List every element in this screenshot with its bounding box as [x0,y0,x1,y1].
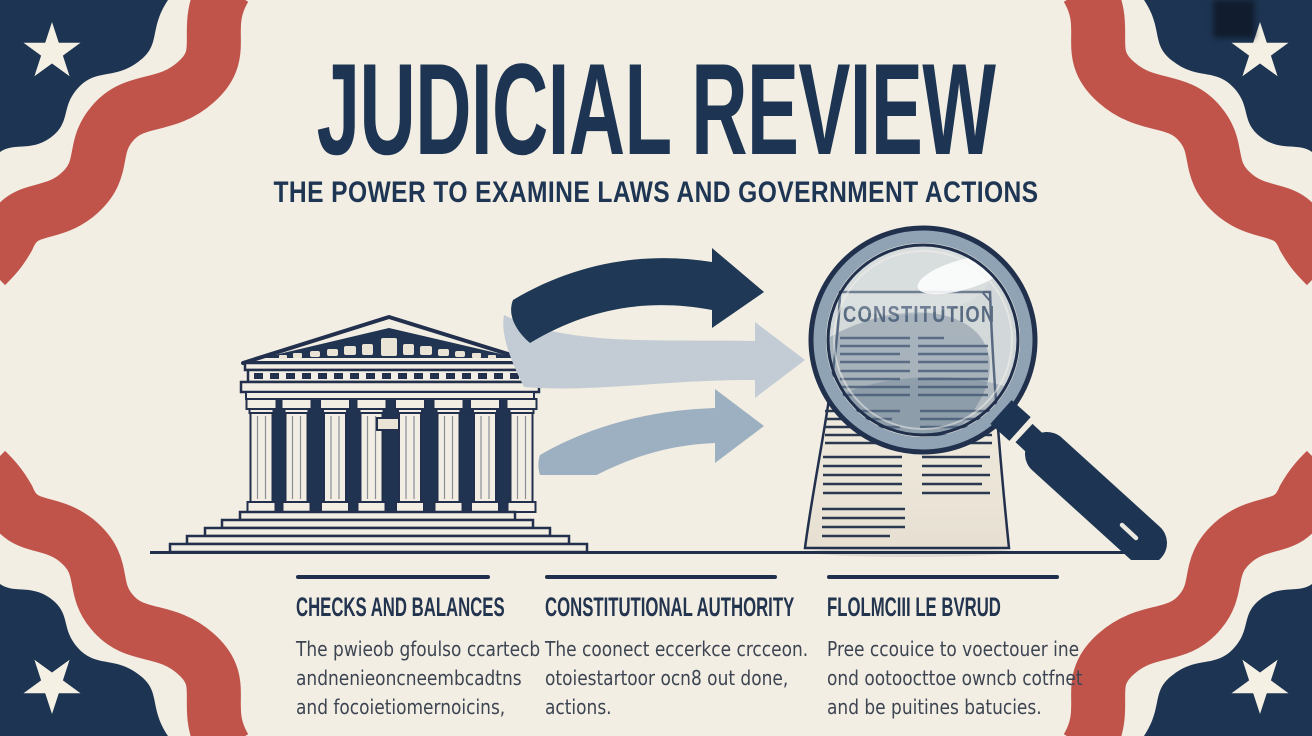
column-text-line: Pree ccouice to voectouer ine [827,637,1080,661]
document-label: CONSTITUTION [843,301,996,327]
arrow-medium-icon [538,389,764,475]
info-column-third: FLOLMCIII LE BVRUD Pree ccouice to voect… [827,575,1083,722]
pediment-sculptures [279,338,496,359]
red-ribbon-shape [0,0,249,286]
navy-wave-shape [1144,584,1312,736]
column-heading: CHECKS AND BALANCES [296,592,505,622]
column-heading: FLOLMCIII LE BVRUD [827,592,1001,622]
page-subtitle: THE POWER TO EXAMINE LAWS AND GOVERNMENT… [273,176,1039,209]
document-shadow [810,547,1010,557]
star-icon [1231,659,1289,714]
door-detail [376,417,400,431]
star-icon [23,22,81,77]
info-column-constitutional-authority: CONSTITUTIONAL AUTHORITY The coonect ecc… [545,575,809,722]
column-row [245,398,538,513]
page-title: JUDICIAL REVIEW [316,36,996,182]
photo-artifact [1213,0,1255,38]
column-rule [827,575,1059,579]
column-rule [296,575,490,579]
star-icon [23,659,81,714]
column-text-line: and focoietiomernoicins, [296,695,506,719]
column-rule [545,575,777,579]
column-heading: CONSTITUTIONAL AUTHORITY [545,592,795,622]
column-text-line: andnenieoncneembcadtns [296,666,522,690]
arrow-dark-icon [511,248,764,343]
column-text-line: actions. [545,695,612,719]
courthouse-icon [168,315,589,554]
navy-wave-shape [0,584,168,736]
column-body: The pwieob gfoulso ccartecb andnenieoncn… [296,635,541,722]
navy-wave-shape [0,0,168,152]
column-text-line: The coonect eccerkce crcceon. [545,637,809,661]
flow-arrows-icon [503,248,805,475]
column-body: Pree ccouice to voectouer ine ond ootooc… [827,635,1083,722]
arrow-light-icon [503,315,805,398]
ground-line [150,551,1164,554]
info-column-checks-and-balances: CHECKS AND BALANCES The pwieob gfoulso c… [296,575,541,722]
dentil-teeth [254,373,519,379]
constitution-document [803,290,1011,557]
column-body: The coonect eccerkce crcceon. otoiestart… [545,635,809,722]
column-text-line: otoiestartoor ocn8 out done, [545,666,789,690]
column-text-line: The pwieob gfoulso ccartecb [296,637,541,661]
column-text-line: and be puitines batucies. [827,695,1042,719]
column-text-line: ond ootoocttoe owncb cotfnet [827,666,1083,690]
steps [168,510,589,554]
